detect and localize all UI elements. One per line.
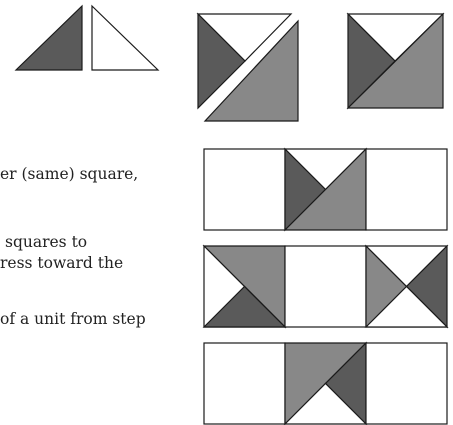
row1-plain-square-right [365, 148, 448, 231]
block-row-2 [202, 244, 449, 329]
upper-left-piece-dark [197, 12, 246, 110]
row2-plain-square-center [284, 245, 367, 328]
instruction-fragment-4: of a unit from step [0, 310, 146, 328]
lower-right-piece-medium [203, 19, 299, 122]
instruction-fragment-2: squares to [5, 233, 88, 251]
white-triangle [91, 4, 160, 71]
instruction-fragment-1: er (same) square, [0, 165, 139, 183]
cut-square-separated [196, 12, 299, 122]
instruction-fragment-3: ress toward the [0, 254, 124, 272]
row2-left-bottom-dark [202, 285, 287, 328]
row2-right-bottom-white [364, 285, 449, 328]
dark-triangle [14, 4, 83, 71]
half-square-triangles-separated [14, 4, 160, 71]
row3-plain-square-left [203, 342, 286, 425]
row1-plain-square-left [203, 148, 286, 231]
assembled-square [346, 12, 445, 110]
assembled-medium [346, 12, 444, 109]
row3-plain-square-right [365, 342, 448, 425]
block-row-1 [203, 147, 448, 232]
row3-center-bottom-white [283, 382, 368, 425]
block-row-3 [203, 341, 448, 425]
